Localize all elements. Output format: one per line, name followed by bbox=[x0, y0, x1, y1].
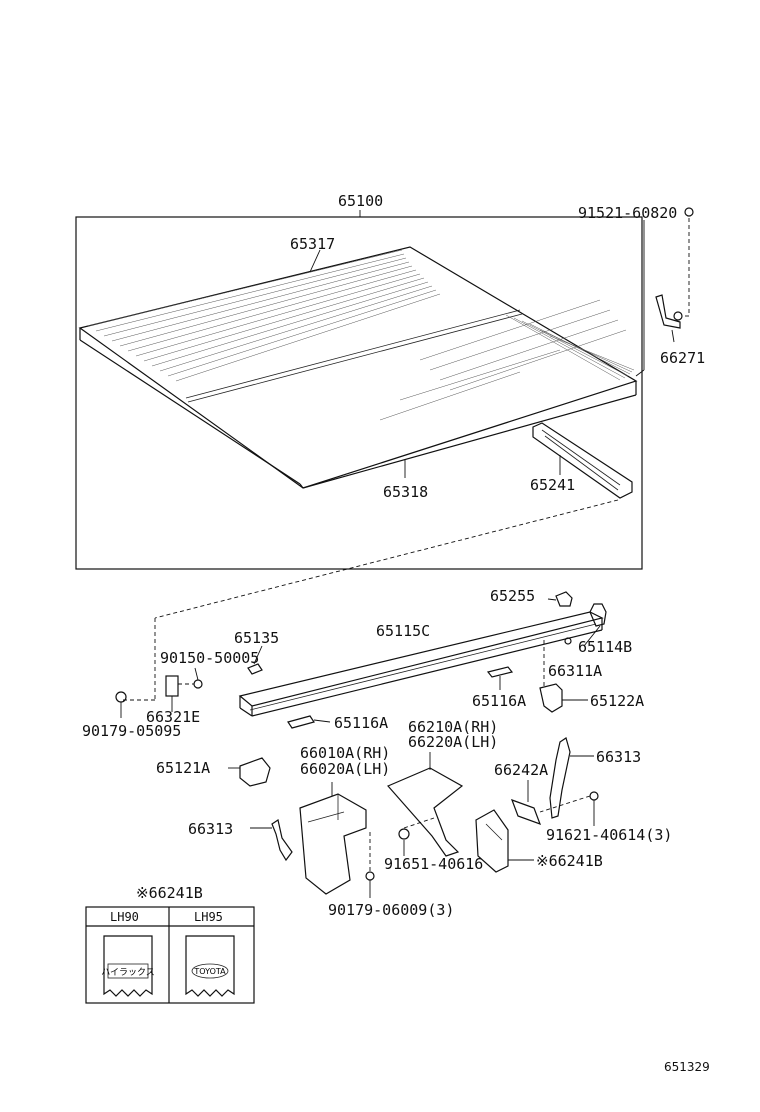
mudguard-66010A bbox=[299, 782, 367, 895]
pad-65116A-lower bbox=[287, 715, 331, 729]
label-65116A-lower: 65116A bbox=[334, 714, 388, 732]
label-65121A: 65121A bbox=[156, 759, 210, 777]
label-66321E: 66321E bbox=[146, 708, 200, 726]
bracket-65121A bbox=[228, 757, 271, 787]
label-66313-lower: 66313 bbox=[188, 820, 233, 838]
label-65135: 65135 bbox=[234, 629, 279, 647]
mudflap-66241B bbox=[475, 809, 534, 873]
bolt-91621 bbox=[539, 791, 599, 826]
label-65114B: 65114B bbox=[578, 638, 632, 656]
label-65241: 65241 bbox=[530, 476, 575, 494]
bracket-66210A bbox=[387, 752, 464, 857]
bracket-66271 bbox=[655, 207, 694, 329]
label-66241B: ※66241B bbox=[536, 852, 603, 870]
figure-code: 651329 bbox=[664, 1060, 710, 1074]
flap-mark-lh90: ハイラックス bbox=[101, 967, 155, 978]
bracket-66313-lower bbox=[250, 819, 293, 862]
label-65255: 65255 bbox=[490, 587, 535, 605]
flap-mark-lh95: TOYOTA bbox=[193, 967, 226, 976]
inset-col-lh95: LH95 bbox=[194, 910, 223, 924]
label-65115C: 65115C bbox=[376, 622, 430, 640]
deck-panel-65317 bbox=[78, 246, 638, 489]
label-65122A: 65122A bbox=[590, 692, 644, 710]
plate-66242A bbox=[510, 780, 542, 826]
label-66210A: 66210A(RH) bbox=[408, 718, 498, 736]
bracket-66313-upper bbox=[549, 737, 594, 819]
inset-66241B: ※66241B LH90 LH95 ハイラックス TOYOTA bbox=[85, 884, 255, 1004]
label-65116A-upper: 65116A bbox=[472, 692, 526, 710]
label-66010A: 66010A(RH) bbox=[300, 744, 390, 762]
label-66311A: 66311A bbox=[548, 662, 602, 680]
inset-flap-lh90: ハイラックス bbox=[101, 935, 155, 997]
label-90179-05095: 90179-05095 bbox=[82, 722, 181, 740]
label-65318: 65318 bbox=[383, 483, 428, 501]
side-rail-65241 bbox=[532, 422, 633, 499]
label-66313-upper: 66313 bbox=[596, 748, 641, 766]
inset-title: ※66241B bbox=[136, 884, 203, 902]
bolt-90179-06009 bbox=[365, 832, 375, 898]
label-91521: 91521-60820 bbox=[578, 204, 677, 222]
label-65100: 65100 bbox=[338, 192, 383, 210]
pad-65135 bbox=[247, 645, 263, 675]
assembly-frame-box bbox=[75, 216, 643, 570]
label-66242A: 66242A bbox=[494, 761, 548, 779]
pad-65116A-upper bbox=[486, 666, 514, 690]
label-65317: 65317 bbox=[290, 235, 335, 253]
inset-col-lh90: LH90 bbox=[110, 910, 139, 924]
label-91651: 91651-40616 bbox=[384, 855, 483, 873]
bracket-66321E bbox=[115, 667, 203, 718]
end-cap-65114B bbox=[583, 603, 607, 647]
sill-member-65115C bbox=[238, 611, 604, 717]
label-66220A: 66220A(LH) bbox=[408, 733, 498, 751]
label-90179-06009: 90179-06009(3) bbox=[328, 901, 454, 919]
label-91621: 91621-40614(3) bbox=[546, 826, 672, 844]
bracket-65122A bbox=[539, 637, 588, 713]
bolt-91651 bbox=[398, 817, 435, 856]
clip-65255 bbox=[547, 591, 573, 607]
label-66271: 66271 bbox=[660, 349, 705, 367]
label-66020A: 66020A(LH) bbox=[300, 760, 390, 778]
label-90150: 90150-50005 bbox=[160, 649, 259, 667]
inset-flap-lh95: TOYOTA bbox=[185, 935, 235, 997]
